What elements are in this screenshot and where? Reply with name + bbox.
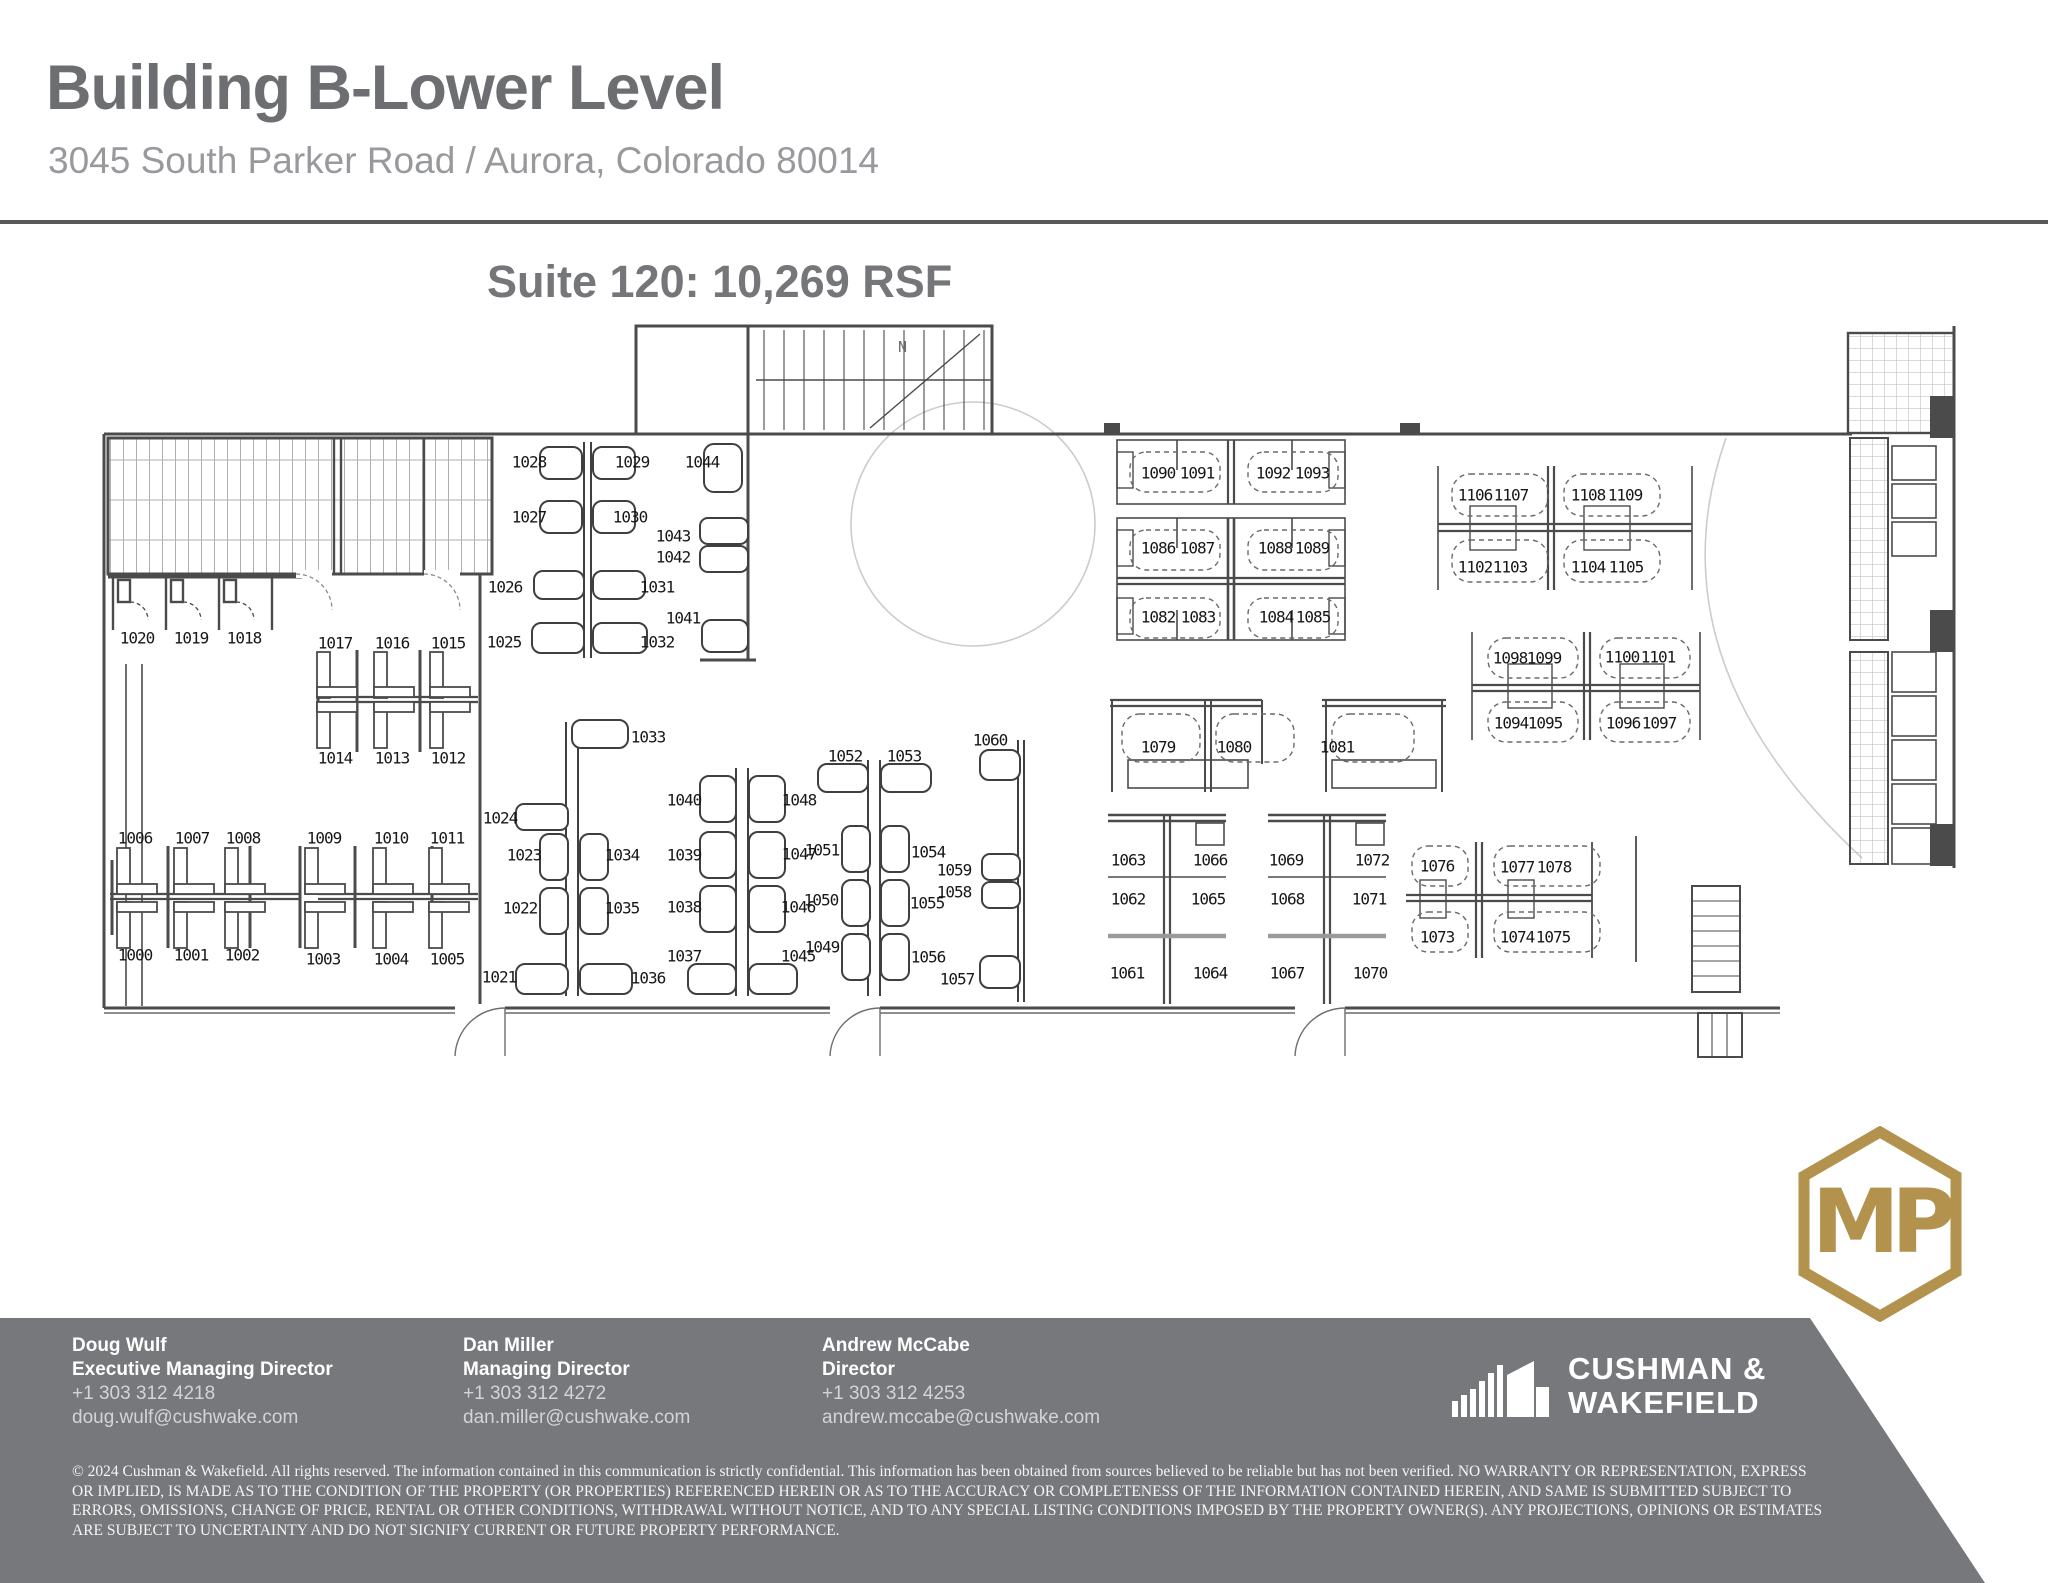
- furniture: [515, 442, 1025, 1002]
- storage-rooms: [106, 436, 494, 611]
- contact-title: Executive Managing Director: [72, 1359, 333, 1380]
- footer-band: [0, 1318, 1985, 1583]
- north-marker: N: [898, 338, 908, 356]
- building-bars-icon: [1452, 1361, 1549, 1417]
- contact-andrew-mccabe: Andrew McCabe Director +1 303 312 4253 a…: [822, 1334, 1100, 1430]
- cluster-1012-1017: [316, 650, 478, 752]
- wall-offices: [111, 577, 274, 630]
- suite-label: Suite 120: 10,269 RSF: [487, 256, 953, 307]
- contact-dan-miller: Dan Miller Managing Director +1 303 312 …: [463, 1334, 690, 1430]
- page-title: Building B-Lower Level: [46, 53, 725, 123]
- company-line-2: WAKEFIELD: [1568, 1385, 1760, 1420]
- contact-email: andrew.mccabe@cushwake.com: [822, 1407, 1101, 1428]
- pods-1073-1078: [1406, 836, 1637, 962]
- page-subtitle: 3045 South Parker Road / Aurora, Colorad…: [48, 140, 880, 181]
- contact-title: Director: [822, 1359, 895, 1380]
- pods-1061-1072: [1108, 813, 1386, 1004]
- cushman-wakefield-logo: CUSHMAN & WAKEFIELD: [1452, 1352, 1766, 1420]
- contact-name: Doug Wulf: [72, 1335, 167, 1356]
- contact-phone: +1 303 312 4253: [822, 1383, 966, 1404]
- pods-1094-1101: [1471, 632, 1701, 743]
- contact-title: Managing Director: [463, 1359, 630, 1380]
- legal-disclaimer: © 2024 Cushman & Wakefield. All rights r…: [72, 1463, 1823, 1539]
- contact-email: dan.miller@cushwake.com: [463, 1407, 691, 1428]
- svg-text:MP: MP: [1812, 1170, 1953, 1273]
- contact-email: doug.wulf@cushwake.com: [72, 1407, 299, 1428]
- header-divider: [0, 220, 2048, 224]
- pods-1082-1093: [1116, 439, 1346, 641]
- contact-phone: +1 303 312 4218: [72, 1383, 216, 1404]
- contact-name: Andrew McCabe: [822, 1335, 970, 1356]
- mp-hexagon-logo: MP: [1798, 1126, 1962, 1322]
- company-line-1: CUSHMAN &: [1568, 1351, 1767, 1386]
- contact-name: Dan Miller: [463, 1335, 554, 1356]
- cubicles-1079-1081: [1110, 698, 1446, 792]
- restroom-core: [1846, 331, 1956, 866]
- cushman-wakefield-wordmark: CUSHMAN & WAKEFIELD: [1568, 1352, 1766, 1420]
- pods-1102-1109: [1437, 466, 1693, 590]
- cluster-1000-1011: [110, 846, 478, 949]
- contact-phone: +1 303 312 4272: [463, 1383, 607, 1404]
- doors: [454, 423, 1420, 1057]
- walls: [102, 324, 1956, 1058]
- contact-doug-wulf: Doug Wulf Executive Managing Director +1…: [72, 1334, 333, 1430]
